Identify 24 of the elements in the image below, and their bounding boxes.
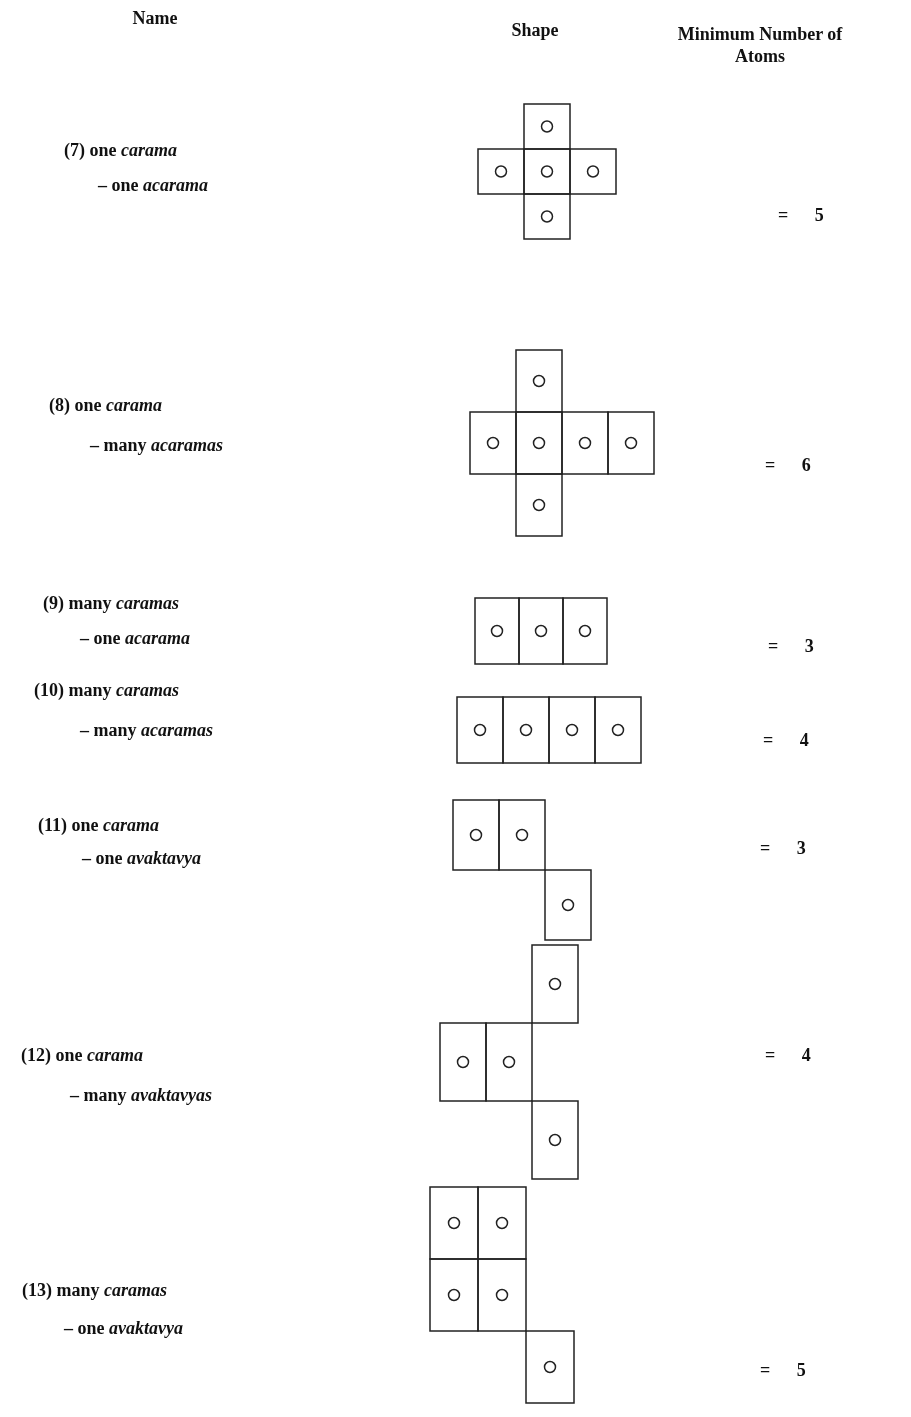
row-label: – one avaktavya bbox=[64, 1318, 183, 1340]
row-label: – many acaramas bbox=[90, 435, 223, 457]
column-header: Shape bbox=[510, 20, 560, 42]
atom-count: = 3 bbox=[760, 838, 806, 860]
atom-count: = 6 bbox=[765, 455, 811, 477]
row-label: – one acarama bbox=[80, 628, 190, 650]
atom-count: = 5 bbox=[760, 1360, 806, 1382]
row-label: – one acarama bbox=[98, 175, 208, 197]
row-label: – many acaramas bbox=[80, 720, 213, 742]
atom-count: = 4 bbox=[763, 730, 809, 752]
row-label: (11) one carama bbox=[38, 815, 159, 837]
atom-count: = 3 bbox=[768, 636, 814, 658]
row-label: (13) many caramas bbox=[22, 1280, 167, 1302]
column-header: Name bbox=[131, 8, 179, 30]
row-label: (7) one carama bbox=[64, 140, 177, 162]
row-label: – many avaktavyas bbox=[70, 1085, 212, 1107]
column-header: Minimum Number of Atoms bbox=[676, 24, 844, 68]
row-label: – one avaktavya bbox=[82, 848, 201, 870]
row-label: (12) one carama bbox=[21, 1045, 143, 1067]
atom-count: = 4 bbox=[765, 1045, 811, 1067]
row-label: (8) one carama bbox=[49, 395, 162, 417]
row-label: (10) many caramas bbox=[34, 680, 179, 702]
atom-count: = 5 bbox=[778, 205, 824, 227]
row-label: (9) many caramas bbox=[43, 593, 179, 615]
